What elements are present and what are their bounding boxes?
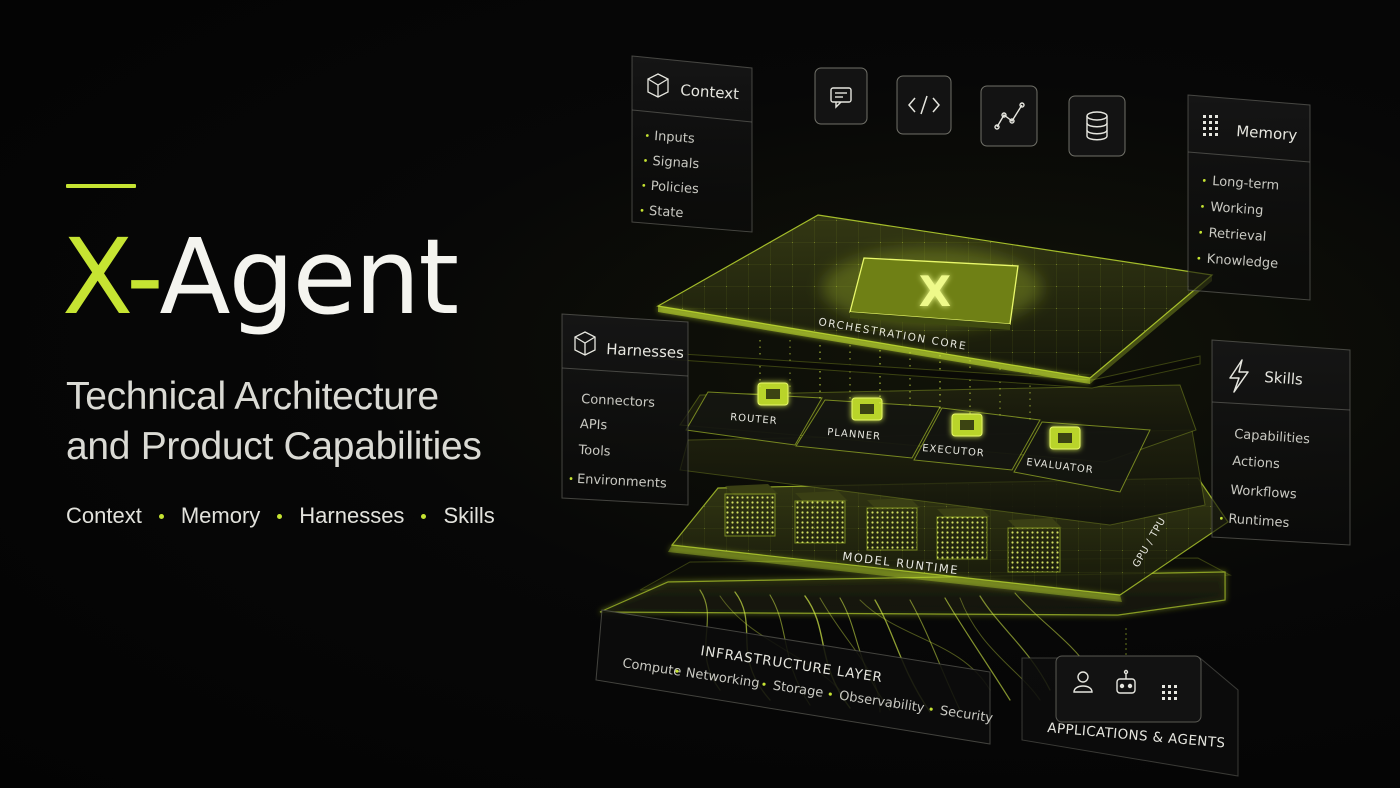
pillar-context: Context <box>66 503 142 528</box>
applications-agents-card: APPLICATIONS & AGENTS <box>1021 628 1239 777</box>
core-chip: X <box>822 248 1042 330</box>
harness-item-connectors: Connectors <box>581 392 656 411</box>
context-item-signals: Signals <box>652 154 700 172</box>
harness-item-tools: Tools <box>577 443 611 460</box>
gpu-cube <box>1007 518 1062 573</box>
gpu-cubes <box>724 484 1062 573</box>
skills-item-actions: Actions <box>1232 454 1281 472</box>
skills-item-workflows: Workflows <box>1230 483 1298 503</box>
page-subtitle: Technical Architecture and Product Capab… <box>66 372 482 472</box>
module-planner: PLANNER <box>795 397 941 459</box>
database-icon-tile <box>1068 95 1126 157</box>
gpu-cube <box>866 498 920 551</box>
title-accent-bar <box>66 184 136 188</box>
robot-icon <box>1116 669 1136 694</box>
pillar-skills: Skills <box>443 503 495 528</box>
memory-panel: Memory Long-term Working Retrieval Knowl… <box>1187 94 1311 301</box>
subtitle-line-2: and Product Capabilities <box>66 425 482 468</box>
module-router-label: ROUTER <box>730 412 778 427</box>
pillar-memory: Memory <box>180 503 261 528</box>
chart-line-icon-tile <box>980 85 1038 147</box>
orchestration-core-plate: ORCHESTRATION CORE <box>649 214 1214 389</box>
memory-title: Memory <box>1236 122 1298 144</box>
code-icon <box>908 95 940 115</box>
module-executor-label: EXECUTOR <box>922 443 985 459</box>
skills-panel: Skills Capabilities Actions Workflows Ru… <box>1211 339 1351 546</box>
grid-dots-icon <box>1203 115 1218 136</box>
chat-icon <box>830 87 852 109</box>
module-router: ROUTER <box>685 382 823 446</box>
signal-beams <box>835 125 1105 268</box>
context-item-policies: Policies <box>650 179 699 197</box>
context-title: Context <box>680 81 740 103</box>
code-icon-tile <box>896 75 952 135</box>
app-grid-icon <box>1162 685 1177 700</box>
harnesses-title: Harnesses <box>606 340 685 362</box>
memory-item-long-term: Long-term <box>1212 174 1280 194</box>
cube-icon <box>574 331 596 356</box>
module-planner-label: PLANNER <box>827 427 882 443</box>
chat-icon-tile <box>814 67 868 125</box>
module-evaluator: EVALUATOR <box>1013 421 1151 493</box>
harness-item-apis: APIs <box>579 417 607 433</box>
user-icon <box>1073 671 1093 693</box>
pillar-harnesses: Harnesses <box>299 503 405 528</box>
harness-item-environments: Environments <box>577 472 668 492</box>
gpu-cube <box>794 491 848 544</box>
memory-item-working: Working <box>1210 200 1264 219</box>
memory-item-knowledge: Knowledge <box>1206 252 1278 272</box>
infrastructure-layer-card: INFRASTRUCTURE LAYER Compute Networking … <box>595 609 994 745</box>
context-item-inputs: Inputs <box>654 129 696 147</box>
pillar-separator <box>158 513 164 519</box>
infra-item-storage: Storage <box>772 679 825 701</box>
database-icon <box>1086 111 1108 141</box>
lightning-icon <box>1229 359 1249 393</box>
core-logo: X <box>919 267 951 316</box>
context-panel: Context Inputs Signals Policies State <box>631 55 753 233</box>
skills-item-capabilities: Capabilities <box>1234 427 1311 447</box>
harnesses-panel: Harnesses Connectors APIs Tools Environm… <box>561 313 689 506</box>
gpu-cube <box>936 507 990 560</box>
pillar-separator <box>277 513 283 519</box>
subtitle-line-1: Technical Architecture <box>66 375 439 418</box>
chart-line-icon <box>994 102 1025 130</box>
cube-icon <box>647 73 669 98</box>
pillar-list: Context Memory Harnesses Skills <box>66 503 495 529</box>
skills-item-runtimes: Runtimes <box>1228 512 1290 531</box>
context-item-state: State <box>648 204 683 221</box>
memory-item-retrieval: Retrieval <box>1208 226 1267 245</box>
gpu-cube <box>724 484 778 537</box>
page-title: X-Agent <box>62 216 459 338</box>
skills-title: Skills <box>1264 368 1304 389</box>
pillar-separator <box>421 513 427 519</box>
module-executor: EXECUTOR <box>913 407 1041 471</box>
